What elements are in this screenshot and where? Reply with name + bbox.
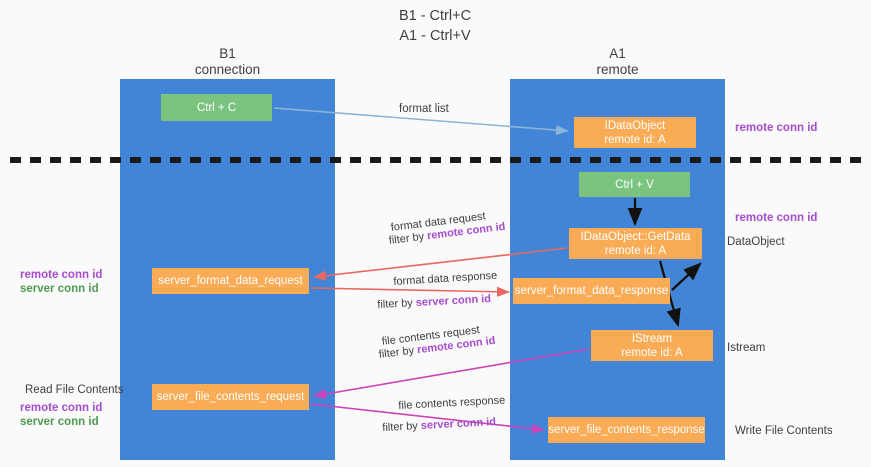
node-ctrl-c-label: Ctrl + C (196, 101, 237, 114)
label-filter-server-conn-id-2: filter by server conn id (382, 415, 496, 435)
label-read-file-contents: Read File Contents (25, 384, 124, 396)
node-ctrl-v-label: Ctrl + V (615, 178, 654, 191)
page-title: B1 - Ctrl+C A1 - Ctrl+V (235, 6, 635, 46)
label-remote-conn-id-mid: remote conn id (735, 212, 818, 224)
label-format-data-response: format data response (393, 269, 498, 288)
node-getdata-subtitle: remote id: A (604, 244, 667, 257)
node-ctrl-v[interactable]: Ctrl + V (579, 172, 690, 197)
label-dataobject: DataObject (727, 236, 785, 248)
filter-server-conn-id-value-1: server conn id (415, 293, 492, 309)
label-left-conn-ids-upper: remote conn id server conn id (20, 268, 102, 296)
label-write-file-contents: Write File Contents (735, 425, 833, 437)
node-server-format-data-request[interactable]: server_format_data_request (152, 268, 309, 294)
lane-header-b1: B1 connection (120, 46, 335, 78)
node-idataobject-subtitle: remote id: A (604, 133, 666, 146)
node-idataobject[interactable]: IDataObject remote id: A (574, 117, 696, 148)
page-title-line1: B1 - Ctrl+C (398, 8, 472, 24)
filter-by-text-4: filter by (382, 420, 419, 434)
label-left-conn-ids-lower: remote conn id server conn id (20, 401, 102, 429)
node-server-file-contents-request[interactable]: server_file_contents_request (152, 384, 309, 410)
label-left-remote-conn-id-2: remote conn id (20, 402, 103, 414)
node-server-format-data-response[interactable]: server_format_data_response (513, 278, 670, 304)
page-title-line2: A1 - Ctrl+V (399, 28, 471, 44)
label-istream: Istream (727, 342, 766, 354)
node-istream[interactable]: IStream remote id: A (591, 330, 713, 361)
label-left-server-conn-id-1: server conn id (20, 283, 99, 295)
node-server-format-data-request-label: server_format_data_request (158, 275, 303, 287)
arrow-format-data-response (310, 286, 510, 297)
lane-header-a1-line2: remote (596, 62, 639, 77)
label-left-remote-conn-id-1: remote conn id (20, 269, 103, 281)
node-server-file-contents-request-label: server_file_contents_request (156, 391, 305, 403)
node-server-file-contents-response[interactable]: server_file_contents_response (548, 417, 705, 443)
lane-header-a1: A1 remote (510, 46, 725, 78)
filter-by-text-2: filter by (377, 297, 414, 311)
node-idataobject-getdata[interactable]: IDataObject::GetData remote id: A (569, 228, 702, 259)
label-file-contents-response: file contents response (398, 394, 506, 412)
lane-header-b1-line1: B1 (219, 46, 236, 61)
node-server-file-contents-response-label: server_file_contents_response (548, 424, 705, 436)
filter-server-conn-id-value-2: server conn id (420, 416, 497, 432)
lane-header-b1-line2: connection (194, 62, 261, 77)
node-ctrl-c[interactable]: Ctrl + C (161, 94, 272, 121)
label-format-list: format list (399, 103, 449, 115)
node-istream-subtitle: remote id: A (621, 346, 683, 359)
label-filter-server-conn-id-1: filter by server conn id (377, 292, 491, 312)
node-server-format-data-response-label: server_format_data_response (514, 285, 669, 297)
filter-by-text-3: filter by (378, 344, 415, 361)
node-getdata-title: IDataObject::GetData (580, 230, 691, 243)
filter-by-text-1: filter by (388, 230, 425, 247)
node-istream-title: IStream (631, 332, 673, 345)
label-left-server-conn-id-2: server conn id (20, 416, 99, 428)
node-idataobject-title: IDataObject (604, 119, 666, 132)
lane-header-a1-line1: A1 (609, 46, 626, 61)
label-remote-conn-id-top: remote conn id (735, 122, 818, 134)
